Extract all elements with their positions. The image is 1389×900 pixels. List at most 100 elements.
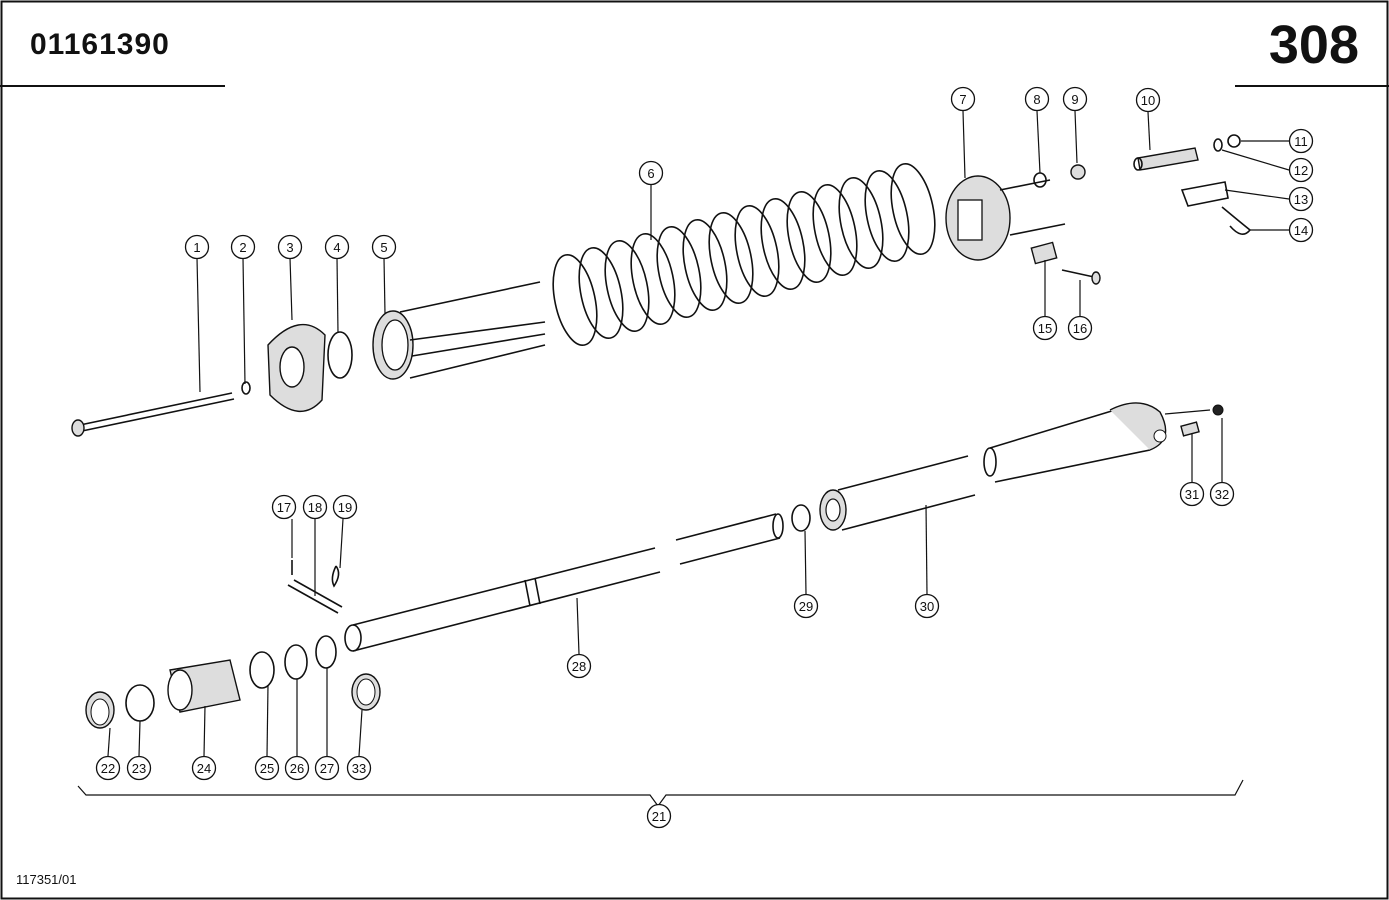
svg-text:16: 16 [1073, 321, 1087, 336]
part-washer-2 [241, 381, 251, 395]
svg-text:1: 1 [193, 240, 200, 255]
part-tube-30 [819, 455, 976, 531]
svg-text:2: 2 [239, 240, 246, 255]
part-nut-24 [167, 659, 241, 713]
svg-text:29: 29 [799, 599, 813, 614]
callout-25: 25 [254, 755, 280, 781]
spring-coil [656, 226, 702, 318]
svg-text:9: 9 [1071, 92, 1078, 107]
assembly-bracket-21 [77, 779, 1244, 808]
svg-text:31: 31 [1185, 487, 1199, 502]
callout-15: 15 [1032, 315, 1058, 341]
spring-coil [708, 212, 754, 304]
part-ring-29 [791, 504, 811, 532]
svg-text:17: 17 [277, 500, 291, 515]
part-bolt-16 [1061, 269, 1101, 285]
part-ring-23 [125, 684, 155, 722]
svg-text:7: 7 [959, 92, 966, 107]
leader-lines [107, 110, 1290, 757]
part-pin-10 [1133, 147, 1199, 171]
drawing-reference: 117351/01 [16, 872, 77, 887]
part-ring-27 [315, 635, 337, 669]
callout-23: 23 [126, 755, 152, 781]
svg-text:12: 12 [1294, 163, 1308, 178]
callout-13: 13 [1288, 186, 1314, 212]
spring-coil [838, 177, 884, 269]
svg-text:6: 6 [647, 166, 654, 181]
part-bracket-13 [1180, 181, 1229, 207]
svg-text:10: 10 [1141, 93, 1155, 108]
callout-31: 31 [1179, 481, 1205, 507]
part-end-tube [983, 402, 1167, 483]
callout-21: 21 [646, 803, 672, 829]
callout-28: 28 [566, 653, 592, 679]
callout-19: 19 [332, 494, 358, 520]
svg-text:11: 11 [1294, 134, 1308, 149]
svg-text:15: 15 [1038, 321, 1052, 336]
page-number: 308 [1268, 15, 1359, 75]
callout-33: 33 [346, 755, 372, 781]
part-ring-25 [249, 651, 275, 689]
callout-8: 8 [1024, 86, 1050, 112]
spring-coil [812, 184, 858, 276]
part-spring-plate-7 [945, 175, 1066, 261]
callout-12: 12 [1288, 157, 1314, 183]
callout-14: 14 [1288, 217, 1314, 243]
spring-coil [734, 205, 780, 297]
svg-text:5: 5 [380, 240, 387, 255]
svg-text:23: 23 [132, 761, 146, 776]
part-tube-28 [344, 547, 661, 652]
part-bushing-31 [1180, 421, 1200, 437]
callout-16: 16 [1067, 315, 1093, 341]
svg-text:27: 27 [320, 761, 334, 776]
callout-22: 22 [95, 755, 121, 781]
svg-text:18: 18 [308, 500, 322, 515]
svg-text:24: 24 [197, 761, 211, 776]
part-grease-nipple-32 [1212, 404, 1224, 416]
callout-24: 24 [191, 755, 217, 781]
part-number-title: 01161390 [30, 28, 170, 61]
callout-17: 17 [271, 494, 297, 520]
spring-coil [890, 163, 936, 255]
part-flange-3 [267, 323, 326, 413]
spring-coil [578, 247, 624, 339]
svg-text:28: 28 [572, 659, 586, 674]
callout-11: 11 [1288, 128, 1314, 154]
spring-coil [604, 240, 650, 332]
svg-text:19: 19 [338, 500, 352, 515]
part-ring-4 [327, 331, 353, 379]
svg-text:26: 26 [290, 761, 304, 776]
svg-text:25: 25 [260, 761, 274, 776]
spring-coil [552, 254, 598, 346]
callout-5: 5 [371, 234, 397, 260]
part-clip-19 [331, 565, 340, 588]
svg-text:22: 22 [101, 761, 115, 776]
callout-29: 29 [793, 593, 819, 619]
svg-text:3: 3 [286, 240, 293, 255]
part-bolt-1 [71, 392, 235, 437]
svg-text:8: 8 [1033, 92, 1040, 107]
callout-3: 3 [277, 234, 303, 260]
spring-coil [864, 170, 910, 262]
callout-30: 30 [914, 593, 940, 619]
part-sleeve-5 [372, 281, 546, 380]
svg-text:21: 21 [652, 809, 666, 824]
part-washer-8 [1033, 172, 1047, 188]
svg-text:14: 14 [1294, 223, 1308, 238]
callout-9: 9 [1062, 86, 1088, 112]
spring-coil [786, 191, 832, 283]
part-rod-segment [675, 513, 784, 565]
callout-27: 27 [314, 755, 340, 781]
part-cotter-14 [1221, 206, 1252, 235]
part-nut-9 [1070, 164, 1086, 180]
svg-text:32: 32 [1215, 487, 1229, 502]
svg-text:33: 33 [352, 761, 366, 776]
svg-text:30: 30 [920, 599, 934, 614]
part-nut-11 [1227, 134, 1241, 148]
part-ring-26 [284, 644, 308, 680]
svg-text:13: 13 [1294, 192, 1308, 207]
